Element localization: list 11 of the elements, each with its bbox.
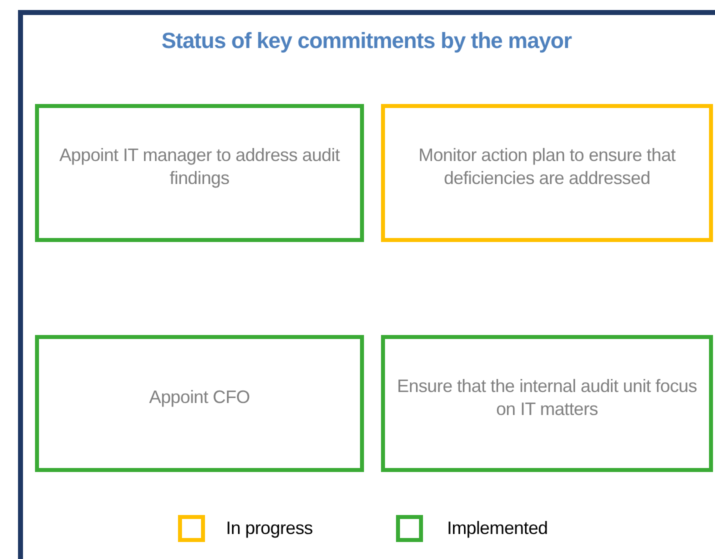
commitment-box	[381, 335, 713, 472]
legend-label: Implemented	[447, 518, 548, 539]
commitment-text: Ensure that the internal audit unit focus on IT matters	[396, 374, 698, 420]
commitment-text: Appoint CFO	[149, 386, 250, 409]
commitment-text: Monitor action plan to ensure that deficiencies are addressed	[418, 144, 677, 190]
commitment-text: Appoint IT manager to address audit findings	[58, 144, 341, 190]
legend-label: In progress	[226, 518, 313, 539]
commitment-box	[35, 335, 364, 472]
commitment-box	[381, 104, 713, 242]
commitment-box	[35, 104, 364, 242]
title: Status of key commitments by the mayor	[160, 28, 573, 54]
